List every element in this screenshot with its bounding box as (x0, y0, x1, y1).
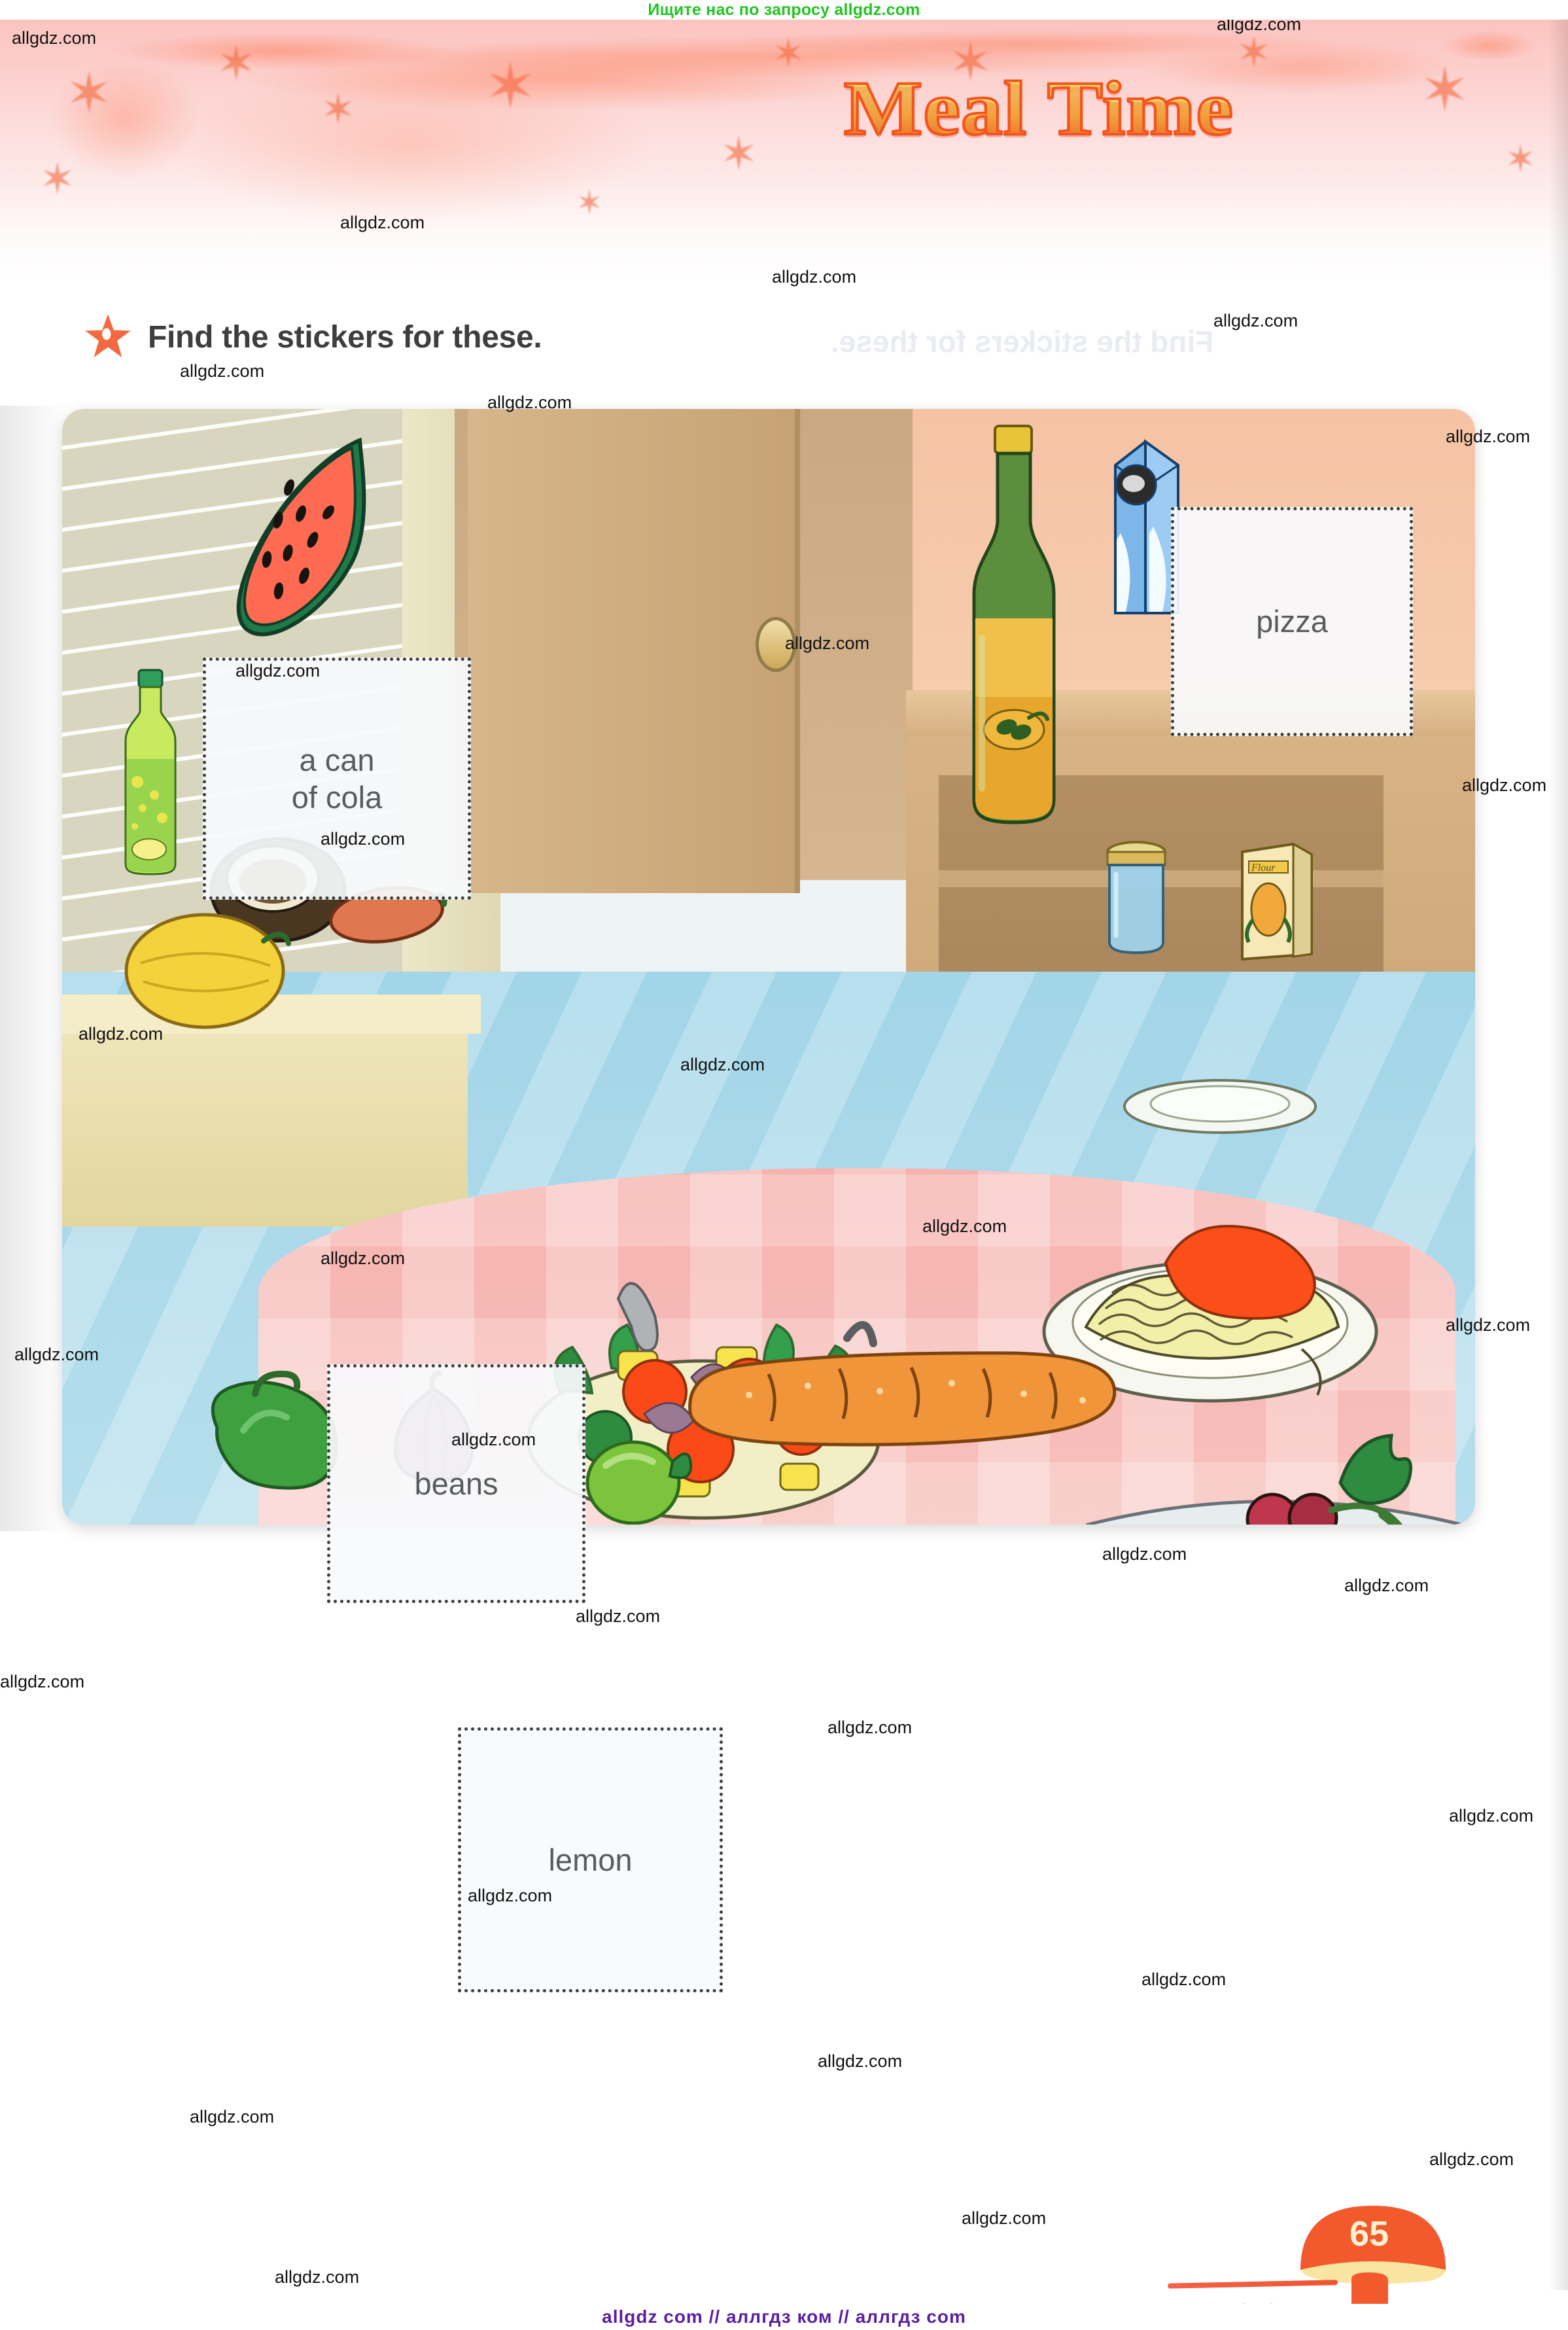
watermark-29: allgdz.com (1429, 2149, 1514, 2169)
illustration-kitchen-scene: Flour (62, 409, 1475, 1525)
watermark-5: allgdz.com (180, 361, 265, 381)
ghost-bleedthrough-text: Find the stickers for these. (831, 325, 1214, 359)
page-title: Meal Time (843, 64, 1234, 153)
instruction-text: Find the stickers for these. (148, 319, 542, 355)
yellow-melon-icon (121, 903, 291, 1034)
promo-banner: Ищите нас по запросу allgdz.com (0, 0, 1568, 20)
watermark-12: allgdz.com (78, 1024, 164, 1044)
header-star-2: ✶ (321, 86, 356, 133)
watermark-26: allgdz.com (1141, 1969, 1227, 1989)
header-star-11: ✶ (576, 185, 603, 221)
baguette-bread-icon (671, 1335, 1128, 1466)
sticker-label-lemon: lemon (548, 1842, 633, 1877)
left-counter (62, 1017, 468, 1227)
watermark-16: allgdz.com (14, 1345, 99, 1364)
header-star-3: ✶ (484, 52, 537, 122)
page-edge-shadow-right (1548, 20, 1568, 2290)
watermark-25: allgdz.com (468, 1886, 553, 1905)
footer-text: allgdz com // аллгдз ком // аллгдз com (602, 2306, 966, 2327)
mushroom-icon (1295, 2202, 1446, 2306)
grapes-bowl-icon (1076, 1426, 1475, 1525)
watermark-27: allgdz.com (818, 2051, 903, 2071)
watermark-28: allgdz.com (190, 2107, 275, 2127)
door-knob (756, 617, 796, 672)
plate-icon (1122, 1076, 1318, 1135)
header-star-9: ✶ (39, 154, 76, 203)
watermark-7: allgdz.com (1446, 427, 1531, 446)
watermark-18: allgdz.com (451, 1430, 536, 1449)
page-number: 65 (1350, 2214, 1389, 2253)
watermark-24: allgdz.com (1449, 1806, 1534, 1826)
star-icon (84, 313, 132, 361)
header-band: ✶ ✶ ✶ ✶ ✶ ✶ ✶ ✶ ✶ ✶ ✶ ✶ (0, 20, 1568, 281)
sticker-label-pizza: pizza (1256, 604, 1328, 639)
page-edge-shadow-left (0, 406, 65, 1531)
spaghetti-plate-icon (1040, 1184, 1380, 1407)
door-panel (468, 409, 800, 893)
watermark-3: allgdz.com (772, 267, 857, 287)
watermark-23: allgdz.com (828, 1718, 913, 1737)
header-star-10: ✶ (1505, 138, 1537, 181)
watermark-17: allgdz.com (1446, 1315, 1531, 1335)
watermark-21: allgdz.com (576, 1606, 661, 1626)
watermark-22: allgdz.com (0, 1672, 85, 1691)
header-star-1: ✶ (216, 36, 257, 90)
watermelon-slice-icon (164, 429, 379, 644)
footer-bar: allgdz com // аллгдз ком // аллгдз com (0, 2304, 1568, 2330)
header-star-6: ✶ (949, 33, 993, 91)
header-star-8: ✶ (1420, 57, 1471, 124)
watermark-15: allgdz.com (922, 1216, 1007, 1236)
sticker-box-pizza[interactable]: pizza (1171, 507, 1413, 736)
watermark-14: allgdz.com (321, 1248, 406, 1268)
flour-box-icon: Flour (1233, 838, 1318, 962)
sticker-label-beans: beans (414, 1466, 498, 1501)
watermark-13: allgdz.com (680, 1055, 765, 1074)
svg-text:Flour: Flour (1251, 862, 1276, 874)
watermark-2: allgdz.com (340, 213, 425, 232)
watermark-4: allgdz.com (1213, 311, 1298, 330)
watermark-6: allgdz.com (487, 393, 572, 412)
instruction-row: Find the stickers for these. (84, 313, 542, 361)
watermark-9: allgdz.com (785, 633, 870, 653)
page-footer-badge: 65 My Dictionary (1167, 2202, 1446, 2329)
sticker-box-beans[interactable]: beans (327, 1364, 585, 1603)
header-star-4: ✶ (720, 128, 758, 179)
lime-icon (582, 1426, 693, 1525)
watermark-20: allgdz.com (1344, 1576, 1429, 1595)
watermark-0: allgdz.com (12, 28, 97, 48)
watermark-11: allgdz.com (1462, 775, 1547, 795)
soda-bottle-icon (111, 667, 190, 877)
promo-banner-text: Ищите нас по запросу allgdz.com (648, 0, 920, 19)
watermark-19: allgdz.com (1102, 1544, 1187, 1564)
header-star-7: ✶ (1236, 29, 1272, 76)
watermark-8: allgdz.com (235, 661, 321, 680)
watermark-31: allgdz.com (275, 2267, 360, 2287)
watermark-30: allgdz.com (962, 2208, 1047, 2228)
sticker-box-lemon[interactable]: lemon (458, 1727, 723, 1992)
watermark-10: allgdz.com (321, 829, 406, 849)
strawberry-icon (572, 1515, 671, 1525)
olive-oil-bottle-icon (952, 422, 1076, 828)
header-star-0: ✶ (65, 62, 113, 125)
glass-jar-icon (1099, 838, 1174, 955)
header-star-5: ✶ (772, 31, 805, 75)
